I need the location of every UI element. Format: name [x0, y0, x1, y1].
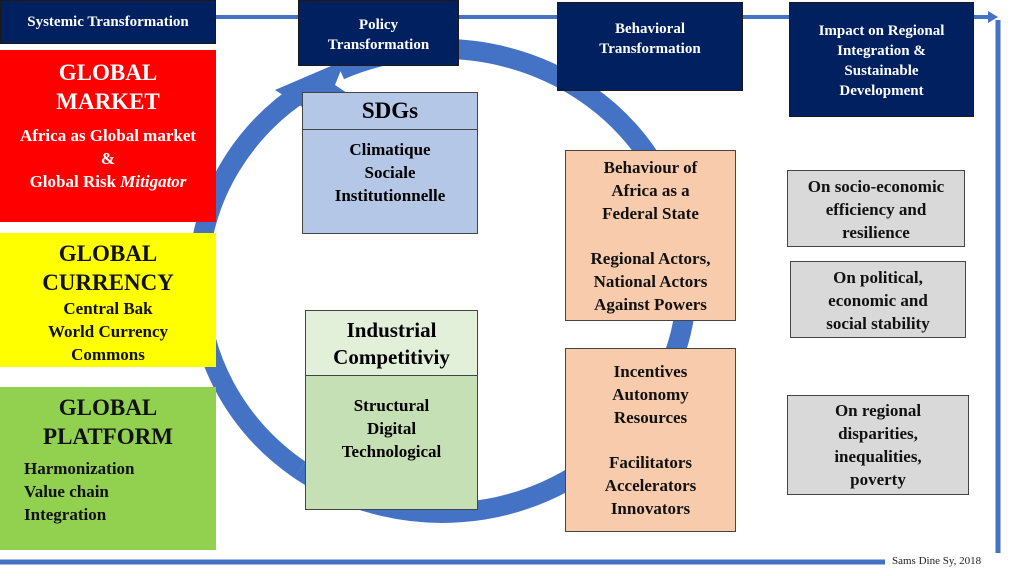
industrial-title-line: Industrial — [346, 318, 437, 342]
industrial-line: Digital — [366, 419, 417, 438]
credit: Sams Dine Sy, 2018 — [892, 555, 982, 567]
pillar-title: GLOBAL — [58, 241, 158, 266]
sdgs-title: SDGs — [303, 93, 477, 130]
header-label: Behavioral — [615, 21, 685, 37]
header-label: Integration & — [837, 43, 926, 59]
systemic-transformation-header: Systemic Transformation — [0, 0, 216, 44]
behaviour-line: Against Powers — [594, 295, 707, 314]
behaviour-line: Regional Actors, — [590, 249, 711, 268]
behavioral-transformation-header: Behavioral Transformation — [557, 2, 743, 91]
pillar-line: Commons — [71, 345, 145, 364]
impact-line: poverty — [850, 470, 906, 489]
behaviour-line: Facilitators — [608, 453, 693, 472]
behaviour-incentives-box: Incentives Autonomy Resources Facilitato… — [565, 348, 736, 532]
header-label: Systemic Transformation — [27, 14, 189, 30]
impact-line: social stability — [826, 314, 930, 333]
impact-line: disparities, — [838, 424, 918, 443]
pillar-line: Central Bak — [63, 299, 153, 318]
behaviour-actors-box: Behaviour of Africa as a Federal State R… — [565, 150, 736, 321]
pillar-title: MARKET — [56, 89, 160, 114]
impact-socio-economic: On socio-economic efficiency and resilie… — [787, 170, 965, 247]
industrial-box: Industrial Competitiviy Structural Digit… — [305, 310, 478, 510]
behaviour-line: Autonomy — [612, 385, 689, 404]
impact-line: resilience — [842, 223, 910, 242]
sdgs-line: Climatique — [349, 140, 431, 159]
pillar-line: World Currency — [47, 322, 169, 341]
header-label: Development — [839, 83, 924, 99]
behaviour-line: Behaviour of — [603, 158, 698, 177]
pillar-line: Africa as Global market — [19, 126, 197, 145]
sdgs-line: Sociale — [364, 163, 416, 182]
pillar-title: CURRENCY — [42, 270, 174, 295]
impact-line: On socio-economic — [807, 177, 945, 196]
header-label: Transformation — [327, 37, 430, 53]
industrial-line: Technological — [341, 442, 442, 461]
behaviour-line: Incentives — [613, 362, 688, 381]
sdgs-line: Institutionnelle — [334, 186, 446, 205]
impact-header: Impact on Regional Integration & Sustain… — [789, 2, 974, 117]
behaviour-line: National Actors — [593, 272, 708, 291]
header-label: Sustainable — [844, 63, 919, 79]
impact-line: inequalities, — [834, 447, 922, 466]
impact-line: efficiency and — [825, 200, 927, 219]
pillar-line: Global Risk — [29, 172, 121, 191]
pillar-line: Integration — [24, 505, 107, 524]
header-label: Impact on Regional — [818, 23, 945, 39]
global-market-pillar: GLOBAL MARKET Africa as Global market & … — [0, 50, 216, 222]
impact-disparities: On regional disparities, inequalities, p… — [787, 395, 969, 495]
impact-line: On political, — [833, 268, 923, 287]
header-label: Policy — [358, 17, 399, 33]
pillar-line: & — [100, 149, 116, 168]
pillar-title: GLOBAL — [58, 395, 158, 420]
industrial-title: Industrial Competitiviy — [306, 311, 477, 376]
pillar-title: PLATFORM — [43, 424, 173, 449]
pillar-line-italic: Mitigator — [120, 172, 187, 191]
sdgs-box: SDGs Climatique Sociale Institutionnelle — [302, 92, 478, 234]
industrial-title-line: Competitiviy — [333, 345, 450, 369]
pillar-line: Value chain — [24, 482, 109, 501]
behaviour-line: Accelerators — [604, 476, 697, 495]
pillar-title: GLOBAL — [58, 60, 158, 85]
header-label: Transformation — [599, 41, 701, 57]
policy-transformation-header: Policy Transformation — [298, 0, 459, 66]
behaviour-line: Resources — [613, 408, 688, 427]
impact-political: On political, economic and social stabil… — [790, 261, 966, 338]
behaviour-line: Federal State — [602, 204, 699, 223]
top-arrow-head — [988, 11, 998, 23]
behaviour-line: Africa as a — [611, 181, 690, 200]
impact-line: economic and — [828, 291, 928, 310]
global-platform-pillar: GLOBAL PLATFORM Harmonization Value chai… — [0, 387, 216, 550]
global-currency-pillar: GLOBAL CURRENCY Central Bak World Curren… — [0, 233, 216, 367]
industrial-line: Structural — [353, 396, 430, 415]
impact-line: On regional — [834, 401, 922, 420]
behaviour-line: Innovators — [610, 499, 691, 518]
pillar-line: Harmonization — [24, 459, 135, 478]
